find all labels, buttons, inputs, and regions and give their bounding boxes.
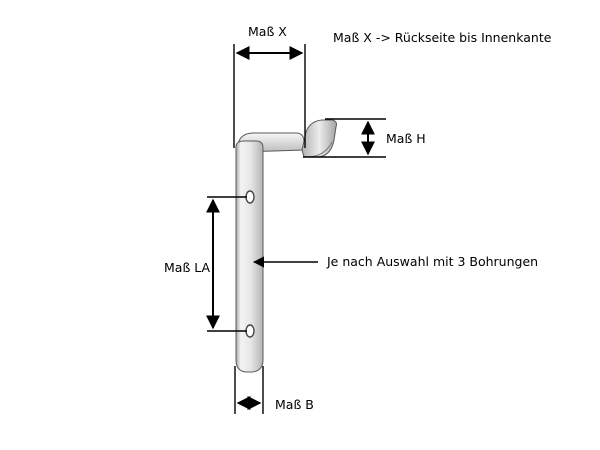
- dimension-mass-b: [234, 366, 264, 414]
- bracket-hole-bottom: [245, 324, 255, 338]
- mass-x-label: Maß X: [248, 24, 287, 39]
- bohrungen-note: Je nach Auswahl mit 3 Bohrungen: [326, 254, 538, 269]
- bracket-hole-top: [245, 190, 255, 204]
- mass-b-label: Maß B: [275, 397, 314, 412]
- dimension-mass-x: [233, 44, 306, 148]
- bracket-hook: [301, 119, 337, 158]
- mass-h-label: Maß H: [386, 131, 426, 146]
- dimension-mass-la: [206, 196, 247, 332]
- mass-x-note: Maß X -> Rückseite bis Innenkante: [333, 30, 552, 45]
- dimension-mass-h: [303, 118, 386, 158]
- bracket-part: [235, 119, 337, 373]
- bracket-vertical-strip: [235, 140, 264, 373]
- mass-la-label: Maß LA: [164, 260, 211, 275]
